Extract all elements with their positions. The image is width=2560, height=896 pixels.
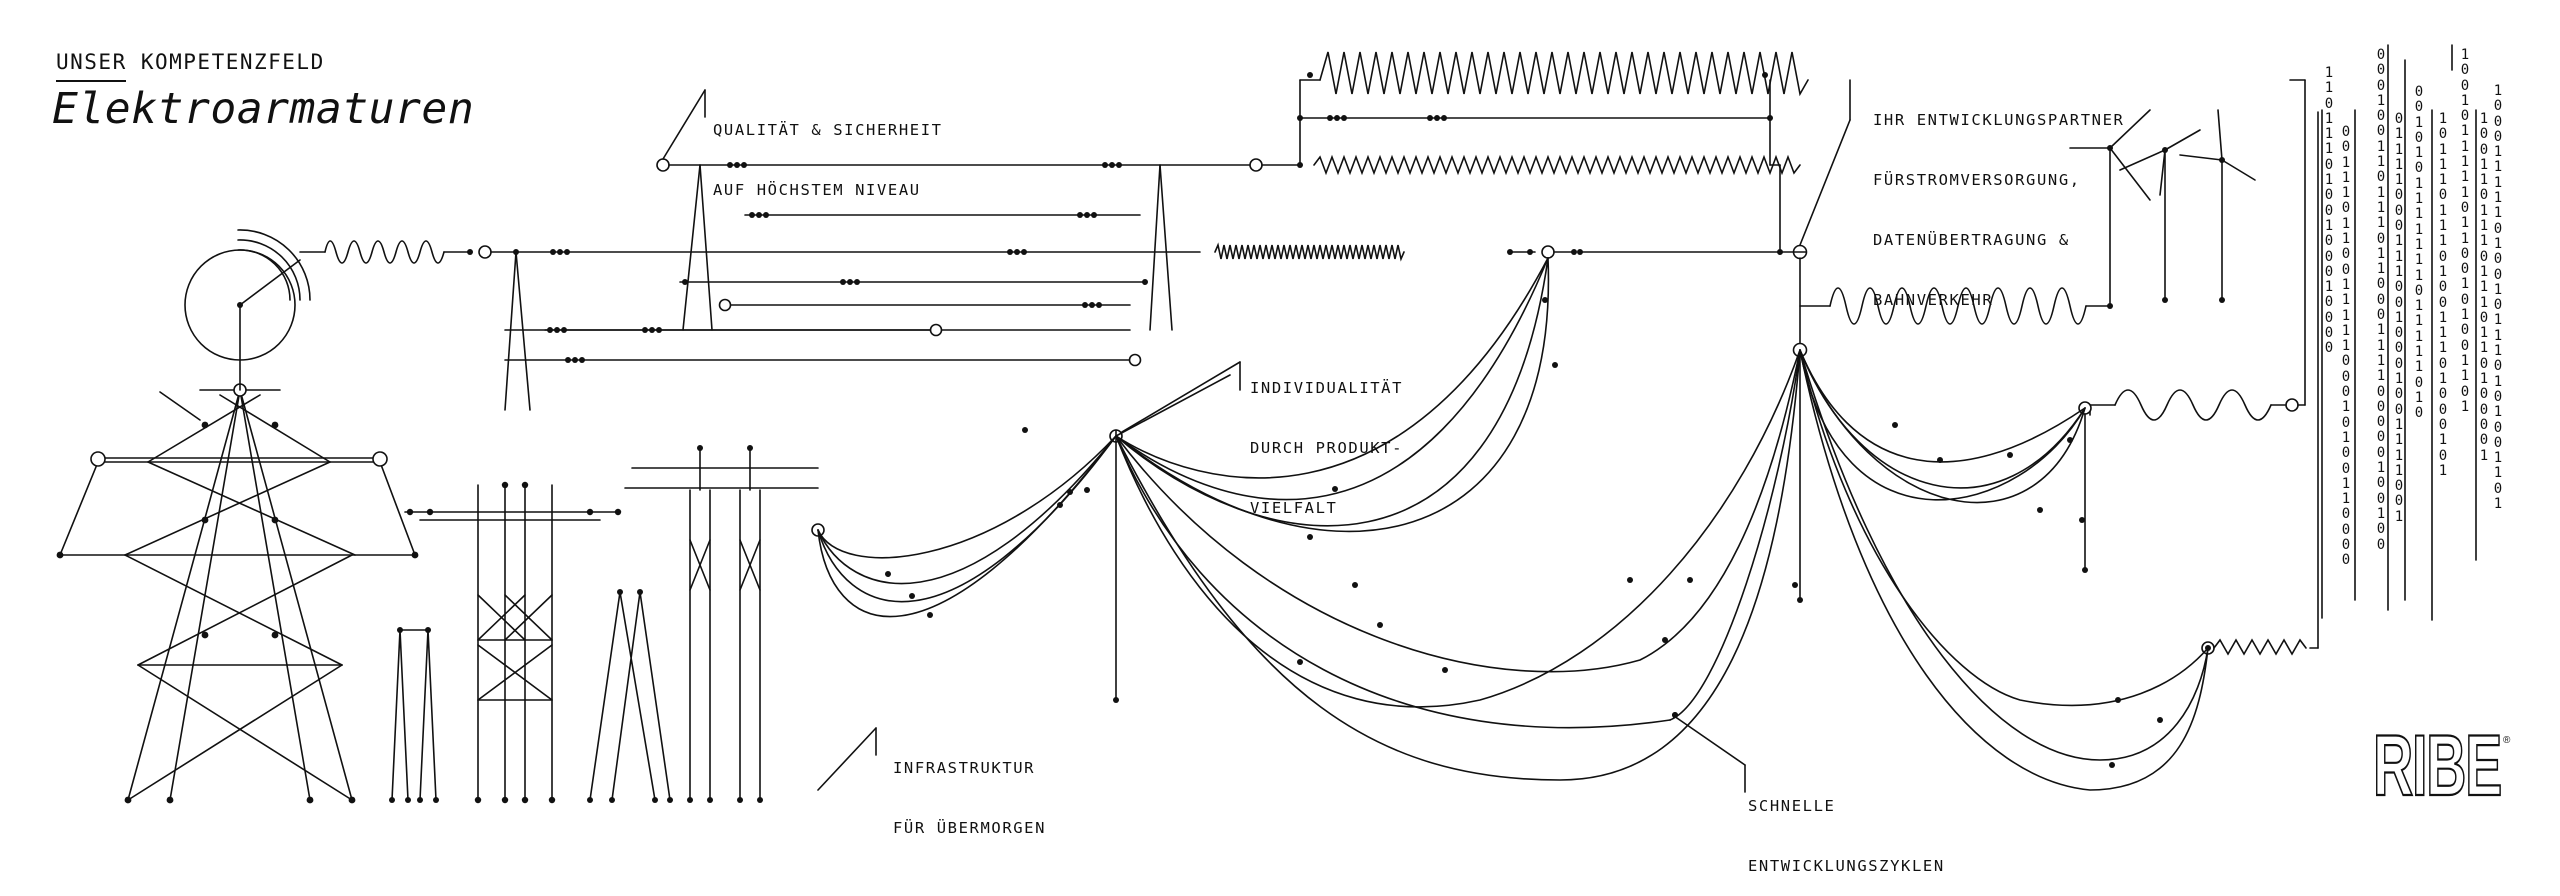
label-infrastructure: INFRASTRUKTUR FÜR ÜBERMORGEN xyxy=(893,759,1047,837)
label-cycles: SCHNELLE ENTWICKLUNGSZYKLEN xyxy=(1748,797,1945,875)
label-quality: QUALITÄT & SICHERHEIT AUF HÖCHSTEM NIVEA… xyxy=(713,121,943,199)
label-partner: IHR ENTWICKLUNGSPARTNER FÜRSTROMVERSORGU… xyxy=(1873,111,2125,309)
logo-text: RIBE xyxy=(2373,725,2501,805)
label-individuality: INDIVIDUALITÄT DURCH PRODUKT- VIELFALT xyxy=(1250,379,1404,517)
binary-brackets xyxy=(2321,44,2477,621)
bus-lines xyxy=(478,51,1809,411)
logo-mark: ® xyxy=(2503,735,2511,746)
kicker: UNSER KOMPETENZFELD xyxy=(56,50,325,74)
power-grid-diagram xyxy=(56,44,2477,804)
kicker-underline xyxy=(56,80,126,82)
catenary-curves xyxy=(811,257,2209,793)
small-pylons xyxy=(389,445,819,804)
ribe-logo: RIBE ® xyxy=(2373,725,2511,805)
page-title: Elektroarmaturen xyxy=(52,84,475,134)
transmission-tower xyxy=(56,229,473,804)
